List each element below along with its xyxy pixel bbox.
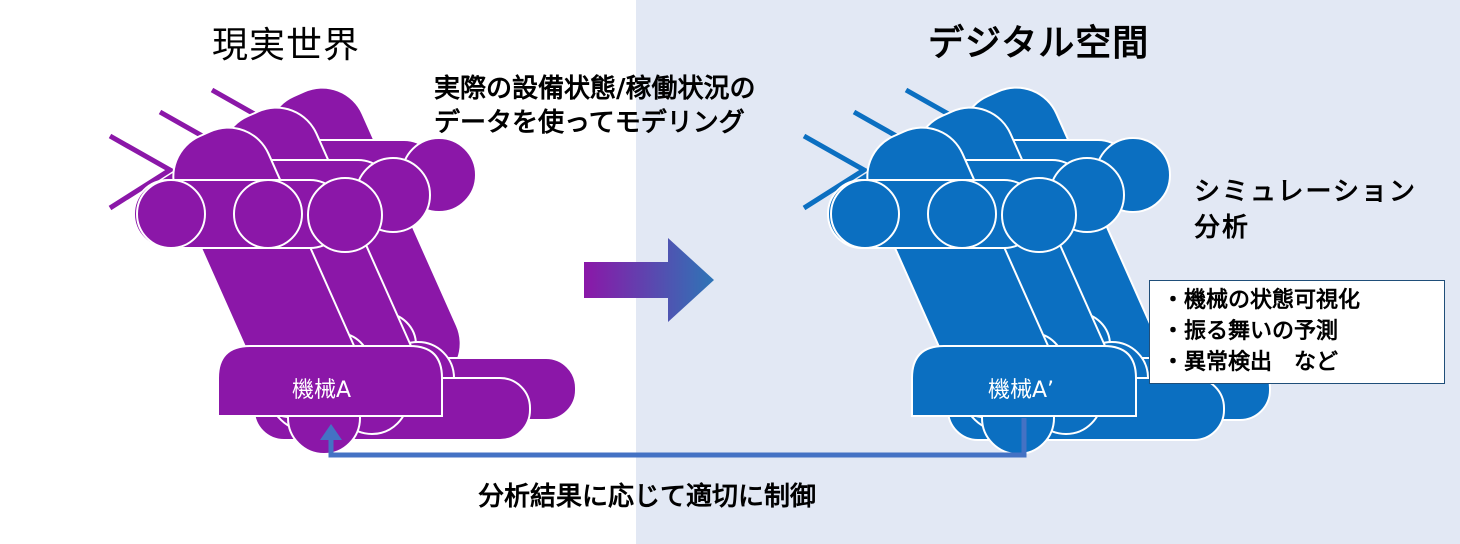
modeling-caption: 実際の設備状態/稼働状況の データを使ってモデリング <box>434 72 756 140</box>
arrow-right-icon <box>584 238 714 322</box>
feedback-arrow <box>320 418 1027 458</box>
simulation-caption-line2: 分析 <box>1194 213 1251 243</box>
modeling-caption-line2: データを使ってモデリング <box>434 108 745 138</box>
modeling-caption-line1: 実際の設備状態/稼働状況の <box>434 74 756 104</box>
simulation-caption-line1: シミュレーション <box>1194 177 1417 207</box>
outcome-list-box: ・機械の状態可視化 ・振る舞いの予測 ・異常検出 など <box>1149 280 1445 384</box>
outcome-item: ・振る舞いの予測 <box>1162 319 1339 344</box>
real-machine-label: 機械A <box>292 378 352 403</box>
control-caption: 分析結果に応じて適切に制御 <box>478 482 817 512</box>
real-machine-base <box>217 345 443 417</box>
simulation-caption: シミュレーション 分析 <box>1194 174 1417 246</box>
arrow-up-icon <box>320 424 342 440</box>
outcome-item: ・機械の状態可視化 <box>1162 288 1361 313</box>
digital-machine-base <box>911 345 1137 417</box>
digital-robot-group <box>804 72 1271 455</box>
digital-space-title: デジタル空間 <box>928 23 1150 64</box>
outcome-item: ・異常検出 など <box>1162 350 1339 375</box>
real-robot-group <box>110 72 577 455</box>
real-world-title: 現実世界 <box>212 25 361 66</box>
digital-machine-label: 機械A’ <box>988 378 1055 403</box>
